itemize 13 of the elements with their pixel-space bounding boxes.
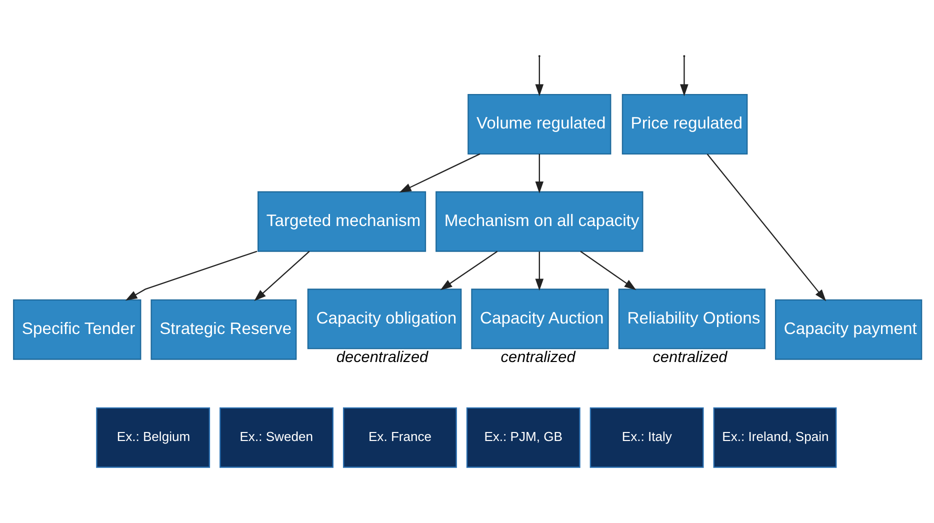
arrow <box>680 56 688 96</box>
arrow <box>535 154 544 194</box>
arrow <box>535 252 544 291</box>
arrow <box>535 56 544 96</box>
arrow <box>125 250 258 301</box>
arrow <box>399 153 480 193</box>
arrow <box>580 250 636 290</box>
node-label: centralized <box>500 349 576 366</box>
arrow <box>706 154 826 302</box>
arrow <box>254 250 310 301</box>
arrow <box>440 250 498 290</box>
node-label: centralized <box>652 349 728 366</box>
node-label: decentralized <box>336 349 428 366</box>
